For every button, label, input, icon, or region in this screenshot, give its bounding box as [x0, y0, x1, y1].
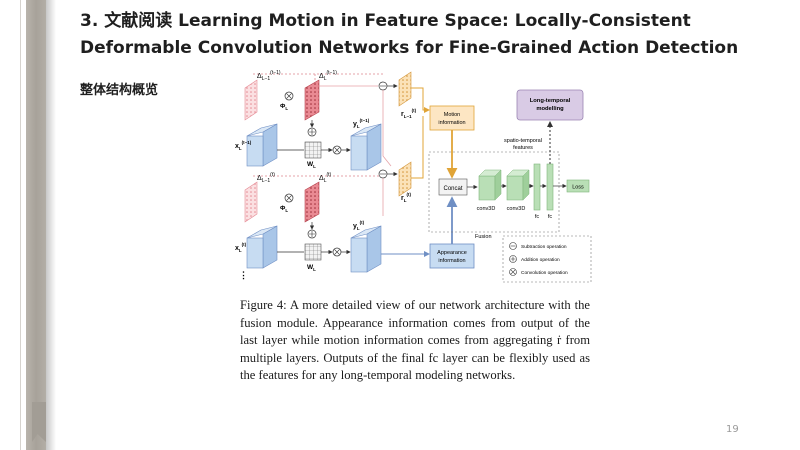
- concat-label: Concat: [443, 186, 462, 192]
- w-grid-top: [304, 141, 322, 159]
- phi-label-top: ΦL: [280, 103, 288, 111]
- fc-bar-1: [533, 163, 541, 211]
- appearance-info-box: [429, 243, 475, 269]
- legend-box: [502, 235, 592, 283]
- delta-prev-label-bottom: ΔL−1(t): [257, 172, 275, 184]
- delta-prev-label-top: ΔL−1(t−1): [257, 70, 281, 82]
- delta-L-label-bottom: ΔL(t): [319, 172, 332, 184]
- architecture-figure: ΔL−1(t−1) ΔL(t−1) ΦL xL(t−1) WL yL(t−1): [233, 66, 593, 284]
- delta-prev-map-bottom: [244, 181, 258, 223]
- spatio-temporal-line1: spatio-temporal: [504, 138, 542, 144]
- branch-bottom: ΔL−1(t) ΔL(t) ΦL xL(t) ⋮ WL yL(t) rL(t): [235, 161, 412, 280]
- fc-label-1: fc: [535, 214, 540, 220]
- strip-shadow: [46, 0, 56, 450]
- y-label-bottom: yL(t): [353, 220, 365, 231]
- loss-box: [566, 179, 590, 193]
- appearance-info-line2: information: [438, 258, 465, 264]
- strip-tab: [32, 402, 46, 442]
- long-temporal-box: [516, 89, 584, 121]
- long-temporal-line1: Long-temporal: [530, 98, 571, 104]
- y-label-top: yL(t−1): [353, 118, 370, 129]
- architecture-diagram: ΔL−1(t−1) ΔL(t−1) ΦL xL(t−1) WL yL(t−1): [235, 70, 592, 283]
- fusion-label: Fusion: [475, 234, 492, 240]
- r-label-top: rL−1(t): [401, 108, 417, 119]
- x-label-top: xL(t−1): [235, 140, 252, 151]
- r-map-top: [398, 71, 412, 107]
- section-subheading: 整体结构概览: [80, 83, 159, 98]
- legend-subtraction: Subtraction operation: [521, 244, 567, 250]
- strip-band: [26, 0, 46, 450]
- legend-convolution: Convolution operation: [521, 270, 568, 276]
- y-output-cube-bottom: [350, 237, 368, 273]
- phi-label-bottom: ΦL: [280, 205, 288, 213]
- slide-title: 3. 文献阅读 Learning Motion in Feature Space…: [80, 11, 739, 58]
- delta-prev-map-top: [244, 79, 258, 121]
- ellipsis-dots: ⋮: [239, 270, 248, 280]
- fc-label-2: fc: [548, 214, 553, 220]
- conv3d-block-2: [506, 175, 524, 201]
- conv3d-label-1: conv3D: [477, 206, 496, 212]
- w-label-bottom: WL: [307, 264, 316, 272]
- delta-L-label-top: ΔL(t−1): [319, 70, 337, 82]
- w-grid-bottom: [304, 243, 322, 261]
- x-input-cube-bottom: [246, 237, 264, 269]
- motion-info-line1: Motion: [444, 112, 461, 118]
- long-temporal-line2: modelling: [536, 106, 564, 112]
- fc-bar-2: [546, 163, 554, 211]
- legend-addition: Addition operation: [521, 257, 560, 263]
- motion-info-line2: information: [438, 120, 465, 126]
- delta-L-map-top: [304, 79, 320, 121]
- binder-strip: [0, 0, 58, 450]
- r-map-bottom: [398, 161, 412, 197]
- r-label-bottom: rL(t): [401, 192, 411, 203]
- appearance-info-line1: Appearance: [437, 250, 467, 256]
- conv3d-label-2: conv3D: [507, 206, 526, 212]
- x-input-cube-top: [246, 135, 264, 167]
- x-label-bottom: xL(t): [235, 242, 247, 253]
- y-output-cube-top: [350, 135, 368, 171]
- motion-info-box: [429, 105, 475, 131]
- branch-top: ΔL−1(t−1) ΔL(t−1) ΦL xL(t−1) WL yL(t−1): [235, 70, 417, 171]
- conv3d-block-1: [478, 175, 496, 201]
- w-label-top: WL: [307, 161, 316, 169]
- fusion-region: [428, 151, 560, 233]
- delta-L-map-bottom: [304, 181, 320, 223]
- loss-label: Loss: [572, 185, 584, 191]
- figure-caption: Figure 4: A more detailed view of our ne…: [240, 298, 590, 383]
- strip-line: [20, 0, 21, 450]
- spatio-temporal-line2: features: [513, 145, 533, 151]
- page-number: 19: [726, 424, 739, 435]
